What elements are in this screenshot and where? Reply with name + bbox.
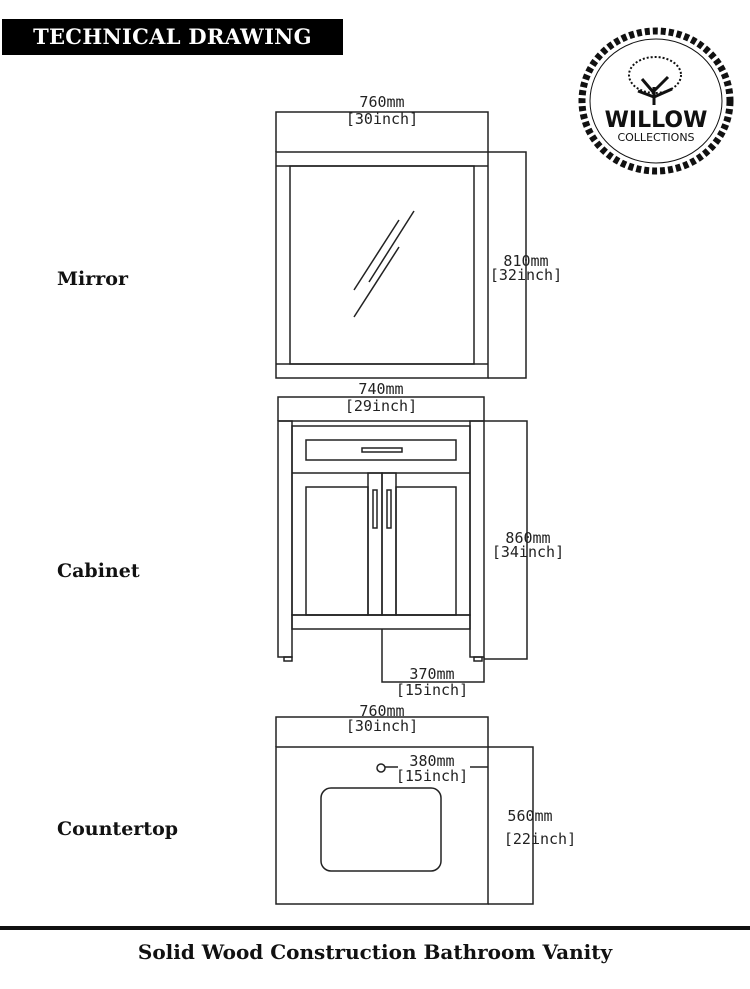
footer-divider [0, 926, 750, 930]
svg-text:810mm: 810mm [503, 252, 548, 270]
svg-text:860mm: 860mm [505, 529, 550, 547]
svg-text:[15inch]: [15inch] [396, 767, 468, 785]
mirror-label: Mirror [57, 268, 128, 290]
svg-text:WILLOW: WILLOW [605, 108, 708, 133]
page-title: TECHNICAL DRAWING [2, 19, 343, 55]
countertop-label: Countertop [57, 818, 179, 840]
willow-collections-logo: WILLOW COLLECTIONS [578, 27, 734, 175]
svg-text:[30inch]: [30inch] [346, 717, 418, 735]
svg-text:760mm: 760mm [359, 702, 404, 720]
svg-text:[15inch]: [15inch] [396, 681, 468, 699]
svg-text:740mm: 740mm [358, 380, 403, 398]
countertop-drawing [275, 716, 534, 905]
svg-text:380mm: 380mm [409, 752, 454, 770]
svg-text:[22inch]: [22inch] [504, 830, 576, 848]
tree-icon [628, 56, 682, 105]
cabinet-label: Cabinet [57, 560, 140, 582]
svg-text:COLLECTIONS: COLLECTIONS [617, 131, 694, 144]
mirror-drawing [275, 111, 527, 379]
svg-text:[29inch]: [29inch] [345, 397, 417, 415]
cabinet-drawing [277, 396, 528, 683]
svg-text:[30inch]: [30inch] [346, 110, 418, 128]
footer-title: Solid Wood Construction Bathroom Vanity [137, 940, 613, 964]
svg-text:370mm: 370mm [409, 665, 454, 683]
svg-text:[32inch]: [32inch] [490, 266, 562, 284]
svg-text:760mm: 760mm [359, 93, 404, 111]
svg-text:[34inch]: [34inch] [492, 543, 564, 561]
svg-text:560mm: 560mm [507, 807, 552, 825]
